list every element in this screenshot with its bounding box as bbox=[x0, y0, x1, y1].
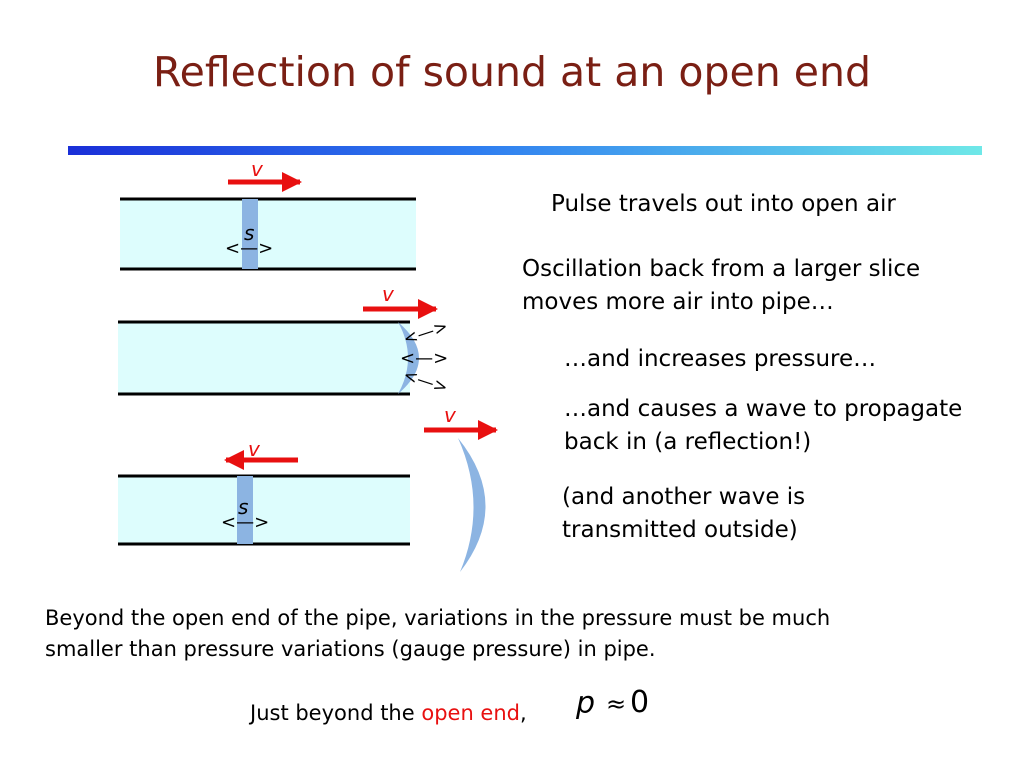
pipe-3: s <—> bbox=[118, 474, 410, 546]
transmitted-v-label: v bbox=[444, 403, 457, 427]
pipe-2-expanding-slice bbox=[398, 322, 419, 394]
pipe-2-air bbox=[118, 322, 410, 394]
pipe-3-air bbox=[118, 476, 410, 544]
pipe-1-v-label: v bbox=[251, 157, 264, 181]
pipe-3-s-label: s bbox=[238, 495, 248, 519]
pipe-2: <—> <—> <—> bbox=[118, 317, 451, 398]
pipe-1-s-label: s bbox=[244, 221, 254, 245]
pipe-1: s <—> bbox=[120, 197, 416, 271]
formula-pressure-var: p bbox=[576, 686, 596, 721]
pipe-1-displacement-arrow: <—> bbox=[225, 238, 273, 259]
bottom-explanation: Beyond the open end of the pipe, variati… bbox=[45, 606, 831, 661]
slide-title: Reflection of sound at an open end bbox=[152, 48, 872, 96]
note-reflection: …and causes a wave to propagate back in … bbox=[564, 396, 963, 455]
note-oscillation: Oscillation back from a larger slice mov… bbox=[522, 256, 921, 315]
formula-zero: 0 bbox=[630, 685, 650, 720]
just-beyond-line: Just beyond the open end, bbox=[250, 697, 527, 730]
pipe-3-displacement-arrow: <—> bbox=[221, 512, 269, 533]
transmitted-wavefront bbox=[458, 438, 486, 572]
note-pulse: Pulse travels out into open air bbox=[551, 191, 896, 217]
note-transmitted: (and another wave is transmitted outside… bbox=[562, 484, 806, 543]
pipe-1-slice bbox=[242, 199, 258, 269]
pipe-3-slice bbox=[237, 476, 253, 544]
title-divider bbox=[68, 146, 982, 155]
open-end-highlight: open end bbox=[421, 701, 520, 725]
just-beyond-text: Just beyond the bbox=[250, 701, 422, 725]
pipe-2-displacement-arrow-mid: <—> bbox=[400, 348, 448, 369]
pipe-1-air bbox=[120, 199, 416, 269]
pipe-2-v-label: v bbox=[382, 282, 395, 306]
note-pressure: …and increases pressure… bbox=[564, 346, 877, 372]
pipe-3-v-label: v bbox=[248, 437, 261, 461]
just-beyond-comma: , bbox=[520, 701, 527, 725]
formula-approx-sign: ≈ bbox=[606, 690, 627, 718]
